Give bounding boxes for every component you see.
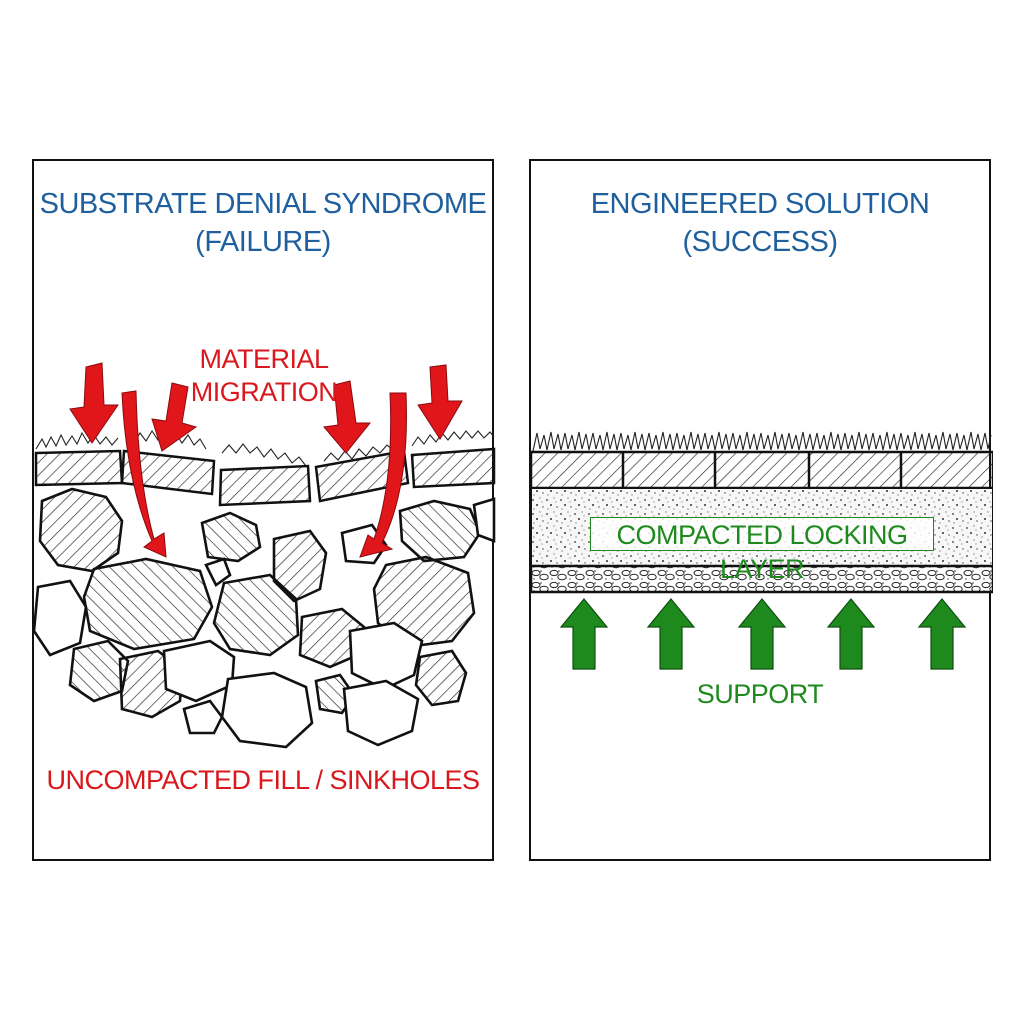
success-illustration [531, 431, 993, 670]
green-arrow-icon [646, 598, 696, 670]
support-label: SUPPORT [696, 679, 824, 709]
failure-illustration [34, 362, 496, 749]
success-grass [532, 431, 992, 452]
migration-arrows [69, 362, 463, 558]
migration-label-line2: MIGRATION [190, 377, 338, 407]
support-arrows [559, 598, 967, 670]
failure-title-line1: SUBSTRATE DENIAL SYNDROME [39, 188, 487, 220]
failure-title-line2: (FAILURE) [195, 226, 331, 258]
red-arrow-icon [151, 382, 198, 452]
migration-label-line1: MATERIAL [199, 344, 329, 374]
success-panel: ENGINEERED SOLUTION (SUCCESS) COMPACTED … [529, 159, 993, 861]
red-arrow-icon [417, 364, 463, 440]
pebble-base-layer [531, 564, 993, 594]
success-title-line1: ENGINEERED SOLUTION [590, 188, 930, 220]
failure-rocks [34, 487, 496, 749]
red-curved-arrow-icon [121, 390, 167, 558]
red-arrow-icon [69, 362, 119, 444]
green-arrow-icon [917, 598, 967, 670]
failure-panel: SUBSTRATE DENIAL SYNDROME (FAILURE) MATE… [32, 159, 496, 861]
red-arrow-icon [323, 380, 372, 454]
red-curved-arrow-icon [359, 392, 407, 558]
success-title-line2: (SUCCESS) [682, 226, 838, 258]
success-pavers [531, 450, 993, 490]
compacted-layer-label: COMPACTED LOCKING LAYER [590, 517, 934, 584]
green-arrow-icon [559, 598, 609, 670]
uncompacted-fill-label: UNCOMPACTED FILL / SINKHOLES [46, 765, 480, 795]
green-arrow-icon [826, 598, 876, 670]
failure-pavers [34, 447, 496, 507]
green-arrow-icon [737, 598, 787, 670]
failure-grass [35, 429, 495, 467]
